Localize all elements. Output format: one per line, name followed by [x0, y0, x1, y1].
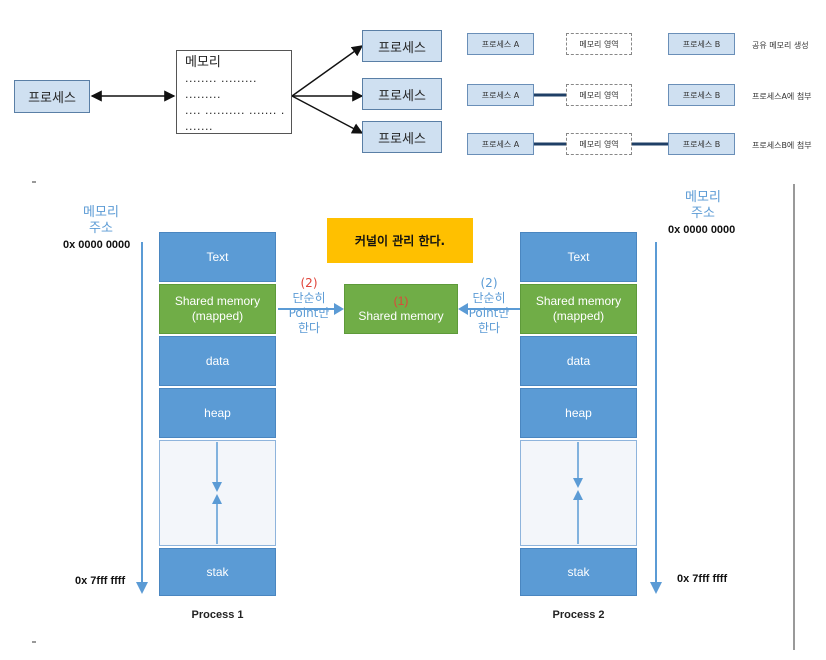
- branch-process-1: 프로세스: [362, 30, 442, 62]
- p1-text-label: Text: [206, 249, 229, 264]
- kernel-box: 커널이 관리 한다.: [327, 218, 473, 263]
- p1-heap-label: heap: [204, 405, 231, 420]
- branch-process-3-label: 프로세스: [378, 131, 426, 147]
- annotation-left-num: (2): [300, 276, 318, 290]
- annotation-left: (2) 단순히 Point만 한다: [280, 276, 338, 336]
- row2-memory-region-label: 메모리 영역: [579, 90, 619, 100]
- p2-stack-segment: stak: [520, 548, 637, 596]
- addr-start-left: 0x 0000 0000: [63, 239, 131, 251]
- p1-stack-segment: stak: [159, 548, 276, 596]
- process2-title: Process 2: [552, 609, 605, 621]
- annotation-right: (2) 단순히 Point만 한다: [461, 276, 517, 336]
- memory-title: 메모리: [185, 55, 221, 70]
- p2-heap-label: heap: [565, 405, 592, 420]
- row1-memory-region-label: 메모리 영역: [579, 39, 619, 49]
- p2-text-label: Text: [567, 249, 590, 264]
- p1-shared-segment: Shared memory (mapped): [159, 284, 276, 334]
- p2-data-segment: data: [520, 336, 637, 386]
- memory-row-2: .........: [185, 88, 221, 101]
- address-title-left: 메모리 주소: [83, 205, 119, 236]
- branch-process-2-label: 프로세스: [378, 88, 426, 104]
- p2-text-segment: Text: [520, 232, 637, 282]
- p1-free-region: [159, 440, 276, 546]
- row3-note: 프로세스B에 첨부: [752, 141, 812, 150]
- addr-start-right: 0x 0000 0000: [668, 224, 736, 236]
- row1-process-b: 프로세스 B: [668, 33, 735, 55]
- row1-process-b-label: 프로세스 B: [682, 39, 721, 49]
- annotation-left-text: 단순히 Point만 한다: [288, 291, 330, 335]
- p2-stack-label: stak: [567, 564, 590, 579]
- p1-stack-label: stak: [206, 564, 229, 579]
- row3-process-b-label: 프로세스 B: [682, 139, 721, 149]
- kernel-label: 커널이 관리 한다.: [354, 234, 446, 248]
- center-shared-num: (1): [393, 294, 409, 308]
- row3-process-b: 프로세스 B: [668, 133, 735, 155]
- row3-process-a-label: 프로세스 A: [481, 139, 520, 149]
- row1-process-a-label: 프로세스 A: [481, 39, 520, 49]
- p2-data-label: data: [566, 353, 591, 368]
- memory-row-4: .......: [185, 120, 213, 133]
- row2-process-a-label: 프로세스 A: [481, 90, 520, 100]
- left-process-label: 프로세스: [28, 91, 76, 106]
- p1-data-segment: data: [159, 336, 276, 386]
- p1-data-label: data: [205, 353, 230, 368]
- p1-text-segment: Text: [159, 232, 276, 282]
- memory-box: 메모리 ........ ......... ......... .... ..…: [176, 50, 292, 134]
- addr-end-right: 0x 7fff ffff: [677, 573, 728, 585]
- left-process-box: 프로세스: [14, 80, 90, 113]
- top-connector-lines: [90, 45, 668, 146]
- p2-heap-segment: heap: [520, 388, 637, 438]
- p1-heap-segment: heap: [159, 388, 276, 438]
- branch-process-1-label: 프로세스: [378, 40, 426, 56]
- row1-process-a: 프로세스 A: [467, 33, 534, 55]
- p2-shared-segment: Shared memory (mapped): [520, 284, 637, 334]
- center-shared-memory: (1) Shared memory: [344, 284, 458, 334]
- row2-process-b: 프로세스 B: [668, 84, 735, 106]
- annotation-right-text: 단순히 Point만 한다: [468, 291, 510, 335]
- memory-row-3: .... .......... ....... .: [185, 104, 285, 117]
- row1-note: 공유 메모리 생성: [752, 41, 809, 50]
- row3-memory-region-label: 메모리 영역: [579, 139, 619, 149]
- center-shared-label: Shared memory: [358, 309, 444, 323]
- row2-process-b-label: 프로세스 B: [682, 90, 721, 100]
- memory-row-1: ........ .........: [185, 72, 257, 85]
- p2-free-region: [520, 440, 637, 546]
- row2-note: 프로세스A에 첨부: [752, 92, 812, 101]
- addr-end-left: 0x 7fff ffff: [75, 575, 126, 587]
- address-title-right: 메모리 주소: [685, 190, 721, 221]
- row2-memory-region: 메모리 영역: [566, 84, 632, 106]
- branch-process-2: 프로세스: [362, 78, 442, 110]
- process1-title: Process 1: [191, 609, 244, 621]
- annotation-right-num: (2): [480, 276, 498, 290]
- row3-process-a: 프로세스 A: [467, 133, 534, 155]
- row2-process-a: 프로세스 A: [467, 84, 534, 106]
- branch-process-3: 프로세스: [362, 121, 442, 153]
- row1-memory-region: 메모리 영역: [566, 33, 632, 55]
- row3-memory-region: 메모리 영역: [566, 133, 632, 155]
